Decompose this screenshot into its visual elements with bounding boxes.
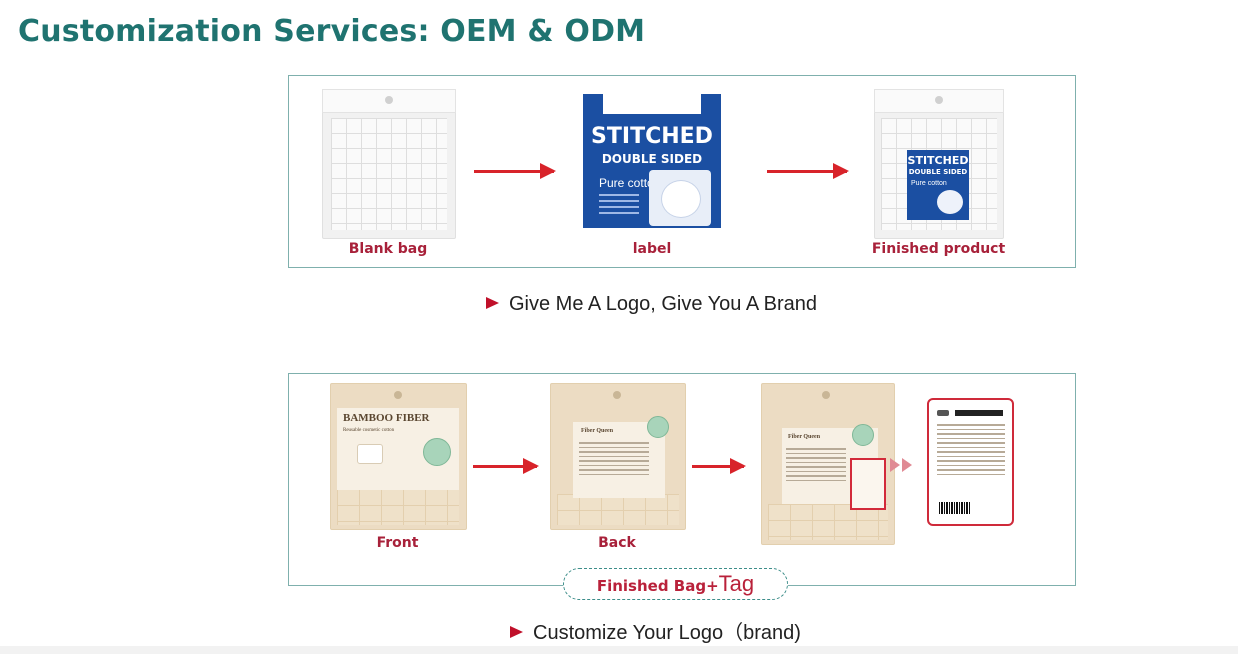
- page-title: Customization Services: OEM & ODM: [18, 14, 646, 49]
- caption-front: Front: [376, 535, 419, 551]
- customize-note: Customize Your Logo（brand): [510, 616, 801, 645]
- arrow-right-icon: [767, 163, 849, 179]
- bottom-divider: [0, 646, 1238, 654]
- oem-process-panel: Blank bag STITCHED DOUBLE SIDED Pure cot…: [288, 75, 1076, 268]
- back-bag-brand: Fiber Queen: [581, 428, 614, 434]
- finished-tag-text: Finished Bag+: [596, 577, 719, 595]
- finished-label-line1: STITCHED: [907, 154, 969, 167]
- finished-label-line3: Pure cotton: [911, 180, 947, 187]
- bamboo-logo-icon: [423, 438, 451, 466]
- bamboo-logo-icon: [852, 424, 874, 446]
- front-bag-subtitle: Reusable cosmetic cotton: [343, 428, 395, 433]
- tag-highlight-box: [850, 458, 886, 510]
- caption-finished-product: Finished product: [871, 241, 1006, 257]
- blank-bag-image: [322, 89, 456, 239]
- slogan-text: Give Me A Logo, Give You A Brand: [509, 293, 817, 315]
- arrow-right-icon: [474, 163, 556, 179]
- finished-product-image: STITCHED DOUBLE SIDED Pure cotton: [874, 89, 1004, 239]
- barcode-icon: [939, 502, 971, 514]
- customize-text: Customize Your Logo（brand): [533, 622, 801, 644]
- caption-label: label: [632, 241, 672, 257]
- label-line3: Pure cotton: [599, 176, 661, 190]
- finished-tag-big: Tag: [718, 571, 755, 596]
- finished-label-line2: DOUBLE SIDED: [908, 168, 968, 176]
- front-bag-title: BAMBOO FIBER: [343, 412, 430, 424]
- caption-back: Back: [598, 535, 636, 551]
- arrow-right-icon: [692, 458, 746, 474]
- back-bag-image: Fiber Queen: [550, 383, 686, 530]
- label-line1: STITCHED: [591, 124, 713, 149]
- slogan-note: Give Me A Logo, Give You A Brand: [486, 293, 817, 316]
- label-line2: DOUBLE SIDED: [601, 152, 703, 166]
- caption-blank-bag: Blank bag: [348, 241, 428, 257]
- double-arrow-icon: [902, 458, 912, 472]
- bamboo-logo-icon: [647, 416, 669, 438]
- double-arrow-icon: [890, 458, 900, 472]
- hang-tag-image: [927, 398, 1014, 526]
- bullet-triangle-icon: [510, 625, 523, 638]
- front-bag-image: BAMBOO FIBER Reusable cosmetic cotton: [330, 383, 467, 530]
- arrow-right-icon: [473, 458, 539, 474]
- odm-process-panel: BAMBOO FIBER Reusable cosmetic cotton Fr…: [288, 373, 1076, 586]
- finished-bag-tag-badge: Finished Bag+Tag: [563, 568, 788, 600]
- finished-bag-brand: Fiber Queen: [788, 434, 821, 440]
- finished-bag-image: Fiber Queen: [761, 383, 895, 545]
- bullet-triangle-icon: [486, 296, 499, 309]
- label-card-image: STITCHED DOUBLE SIDED Pure cotton: [583, 94, 721, 228]
